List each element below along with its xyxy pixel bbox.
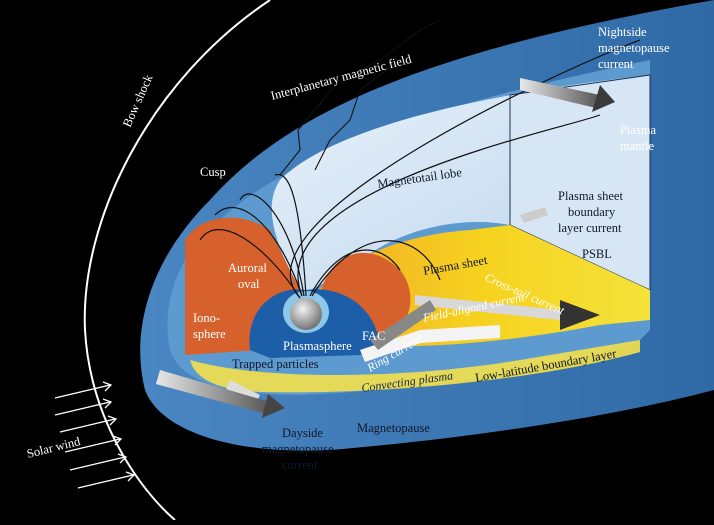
plasmasphere-label: Plasmasphere (283, 339, 352, 353)
solar-wind-arrows (54, 381, 136, 489)
solar-wind-label: Solar wind (25, 434, 82, 461)
current-arrows (156, 78, 615, 418)
nightside-label-1: Nightside (598, 25, 647, 39)
imf-lines (279, 19, 441, 176)
ionosphere-label-1: Iono- (193, 311, 220, 325)
psbl-current-label-3: layer current (558, 221, 622, 235)
dayside-label-1: Dayside (282, 426, 323, 440)
fac-label: FAC (362, 329, 385, 343)
psbl-current-label-2: boundary (568, 205, 616, 219)
trapped-particles-label: Trapped particles (232, 357, 319, 371)
cusp-label: Cusp (200, 165, 226, 179)
psbl-current-label-1: Plasma sheet (558, 189, 623, 203)
dayside-label-3: current (282, 458, 318, 472)
nightside-label-3: current (598, 57, 634, 71)
auroral-oval-label-1: Auroral (228, 261, 267, 275)
dayside-label-2: magnetopause (262, 442, 334, 456)
magnetopause-label: Magnetopause (357, 421, 430, 435)
nightside-label-2: magnetopause (598, 41, 670, 55)
plasma-mantle-label-2: mantle (620, 139, 654, 153)
low-latitude-layer (190, 340, 640, 393)
psbl-label: PSBL (582, 247, 612, 261)
earth (290, 298, 322, 330)
plasma-mantle-label-1: Plasma (620, 123, 657, 137)
ionosphere-label-2: sphere (193, 327, 226, 341)
bow-shock-curve (83, 0, 271, 521)
auroral-oval-label-2: oval (238, 277, 260, 291)
field-lines (199, 39, 641, 299)
